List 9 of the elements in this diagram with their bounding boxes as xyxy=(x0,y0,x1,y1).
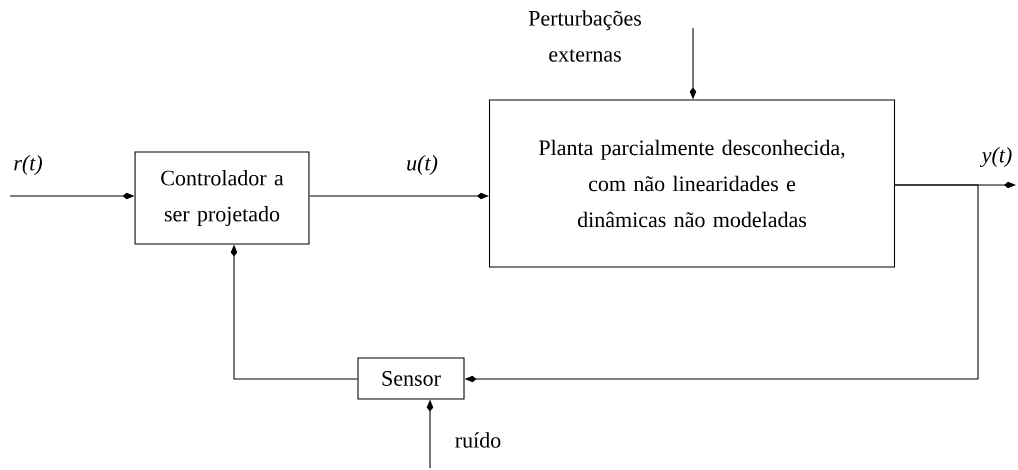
edge-label: r(t) xyxy=(14,155,42,175)
arrow xyxy=(308,192,489,200)
block-box: Planta parcialmente desconhecida, com não linearidades e dinâmicas não modeladas xyxy=(488,99,896,268)
edge-label: y(t) xyxy=(979,147,1012,167)
edge-label: u(t) xyxy=(407,155,438,175)
block-box: Sensor xyxy=(357,357,465,400)
block-box: Controlador a ser projetado xyxy=(134,151,310,245)
edge-label: ruído xyxy=(455,432,501,448)
edge-label: Perturbações externas xyxy=(528,10,641,62)
